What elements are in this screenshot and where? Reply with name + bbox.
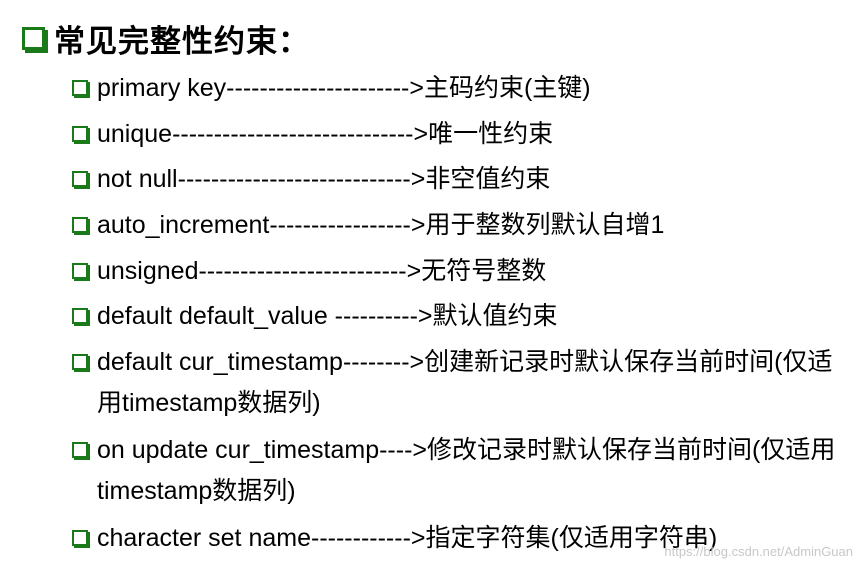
list-item-primary-key: primary key---------------------->主码约束(主… [72, 68, 852, 108]
list-item-unique: unique----------------------------->唯一性约… [72, 114, 852, 154]
checkbox-square-icon [72, 171, 88, 188]
list-item-not-null: not null---------------------------->非空值… [72, 159, 852, 199]
checkbox-square-icon [72, 441, 88, 458]
list-item-text: default cur_timestamp-------->创建新记录时默认保存… [97, 348, 833, 418]
checkbox-square-icon [72, 217, 88, 234]
watermark-url: https://blog.csdn.net/AdminGuan [664, 544, 853, 559]
list-item-text: unique----------------------------->唯一性约… [97, 119, 554, 148]
heading-text: 常见完整性约束： [54, 23, 310, 59]
list-item-text: on update cur_timestamp---->修改记录时默认保存当前时… [97, 435, 836, 505]
list-item-default-value: default default_value ---------->默认值约束 [72, 296, 852, 336]
checkbox-square-icon [22, 26, 45, 50]
slide-heading: 常见完整性约束： [22, 14, 310, 62]
list-item-text: unsigned------------------------->无符号整数 [97, 256, 547, 285]
constraint-list: primary key---------------------->主码约束(主… [72, 68, 852, 563]
list-item-default-cur-timestamp: default cur_timestamp-------->创建新记录时默认保存… [72, 342, 852, 424]
list-item-text: character set name------------>指定字符集(仅适用… [97, 523, 718, 552]
checkbox-square-icon [72, 308, 88, 325]
list-item-text: default default_value ---------->默认值约束 [97, 302, 558, 331]
list-item-text: auto_increment----------------->用于整数列默认自… [97, 211, 665, 240]
checkbox-square-icon [72, 354, 88, 371]
checkbox-square-icon [72, 529, 88, 546]
list-item-character-set: character set name------------>指定字符集(仅适用… [72, 518, 852, 558]
checkbox-square-icon [72, 80, 88, 96]
list-item-auto-increment: auto_increment----------------->用于整数列默认自… [72, 205, 852, 245]
checkbox-square-icon [72, 262, 88, 279]
list-item-on-update-cur-timestamp: on update cur_timestamp---->修改记录时默认保存当前时… [72, 430, 852, 512]
list-item-text: not null---------------------------->非空值… [97, 165, 551, 194]
list-item-text: primary key---------------------->主码约束(主… [97, 74, 591, 102]
list-item-unsigned: unsigned------------------------->无符号整数 [72, 251, 852, 291]
checkbox-square-icon [72, 125, 88, 142]
